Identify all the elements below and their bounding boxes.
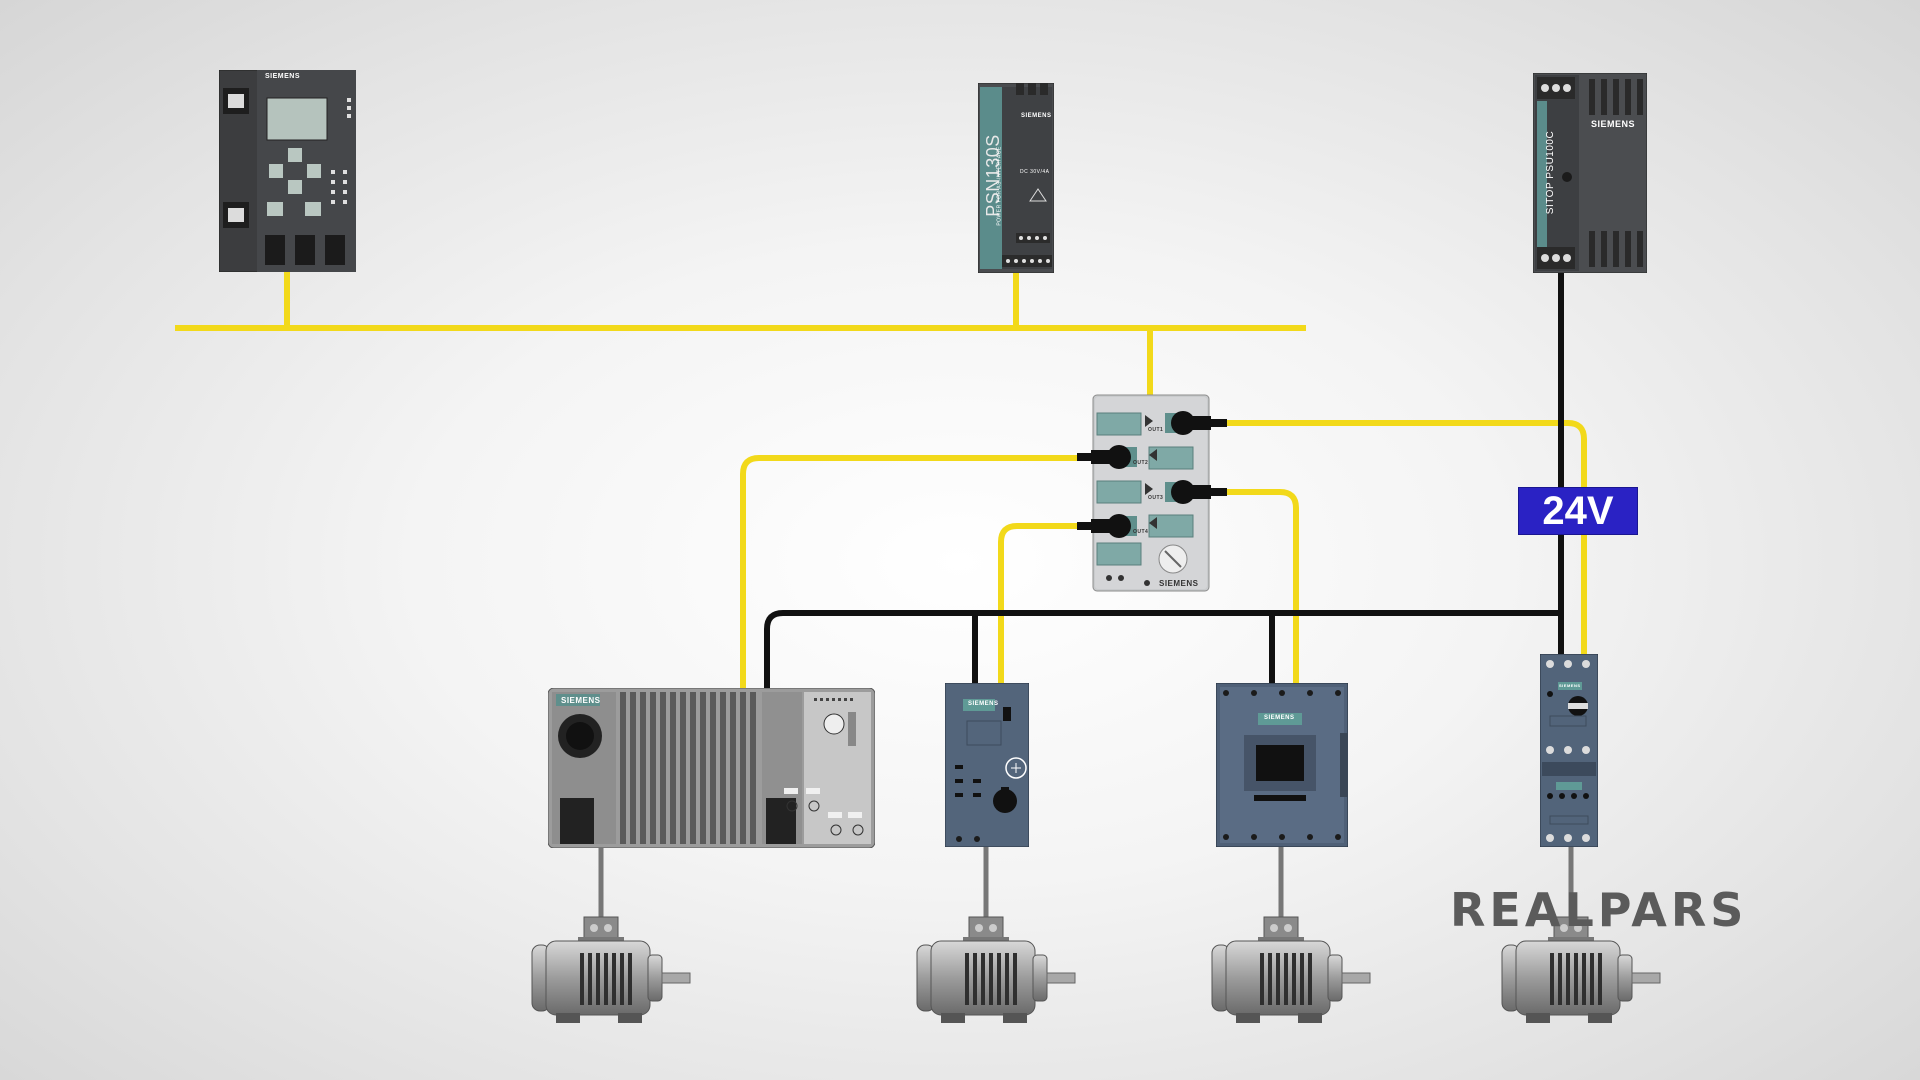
frequency-drive: SIEMENS [547,687,876,849]
softstarter-brand: SIEMENS [1559,683,1581,688]
power-bus [764,610,1561,690]
module-port-out4: OUT4 [1133,529,1149,535]
m12-connectors [1075,411,1227,538]
out3-cable [1225,489,1299,685]
out2-cable [740,455,1077,690]
motor-2 [916,916,1076,1024]
module-port-out1: OUT1 [1148,427,1164,433]
motor-starter: SIEMENS [944,682,1030,848]
out1-cable [1225,420,1587,655]
asi-bus-yellow [175,270,1587,690]
plc-brand: SIEMENS [265,73,301,80]
soft-starter: SIEMENS [1539,653,1599,848]
contactor-brand: SIEMENS [1264,715,1295,721]
asi-power-supply: SIEMENS PSN130S POWER FOR AS-INTERFACE D… [977,82,1055,274]
sitop-brand: SIEMENS [1591,119,1636,129]
psn-rating: DC 30V/4A [1020,169,1050,175]
psn-brand: SIEMENS [1021,113,1052,119]
asi-io-module: OUT1 OUT2 OUT3 OUT4 SIEMENS [1075,393,1227,593]
realpars-logo: REALPARS [1450,883,1748,937]
module-port-out2: OUT2 [1133,460,1149,466]
module-brand: SIEMENS [1159,579,1199,588]
motor-1 [531,916,691,1024]
sitop-power-supply: SIEMENS SITOP PSU100C [1532,72,1648,274]
sitop-model: SITOP PSU100C [1545,130,1557,215]
starter-brand: SIEMENS [968,701,999,707]
module-port-out3: OUT3 [1148,495,1164,501]
plc-controller: SIEMENS [218,69,357,273]
motor-3 [1211,916,1371,1024]
drive-brand: SIEMENS [561,696,601,705]
power-24v-black [764,272,1564,690]
psn-subtitle: POWER FOR AS-INTERFACE [996,146,1003,226]
motor-leads [598,846,1574,920]
voltage-label-24v: 24V [1518,487,1638,535]
out4-cable [998,523,1077,683]
contactor: SIEMENS [1215,682,1349,848]
